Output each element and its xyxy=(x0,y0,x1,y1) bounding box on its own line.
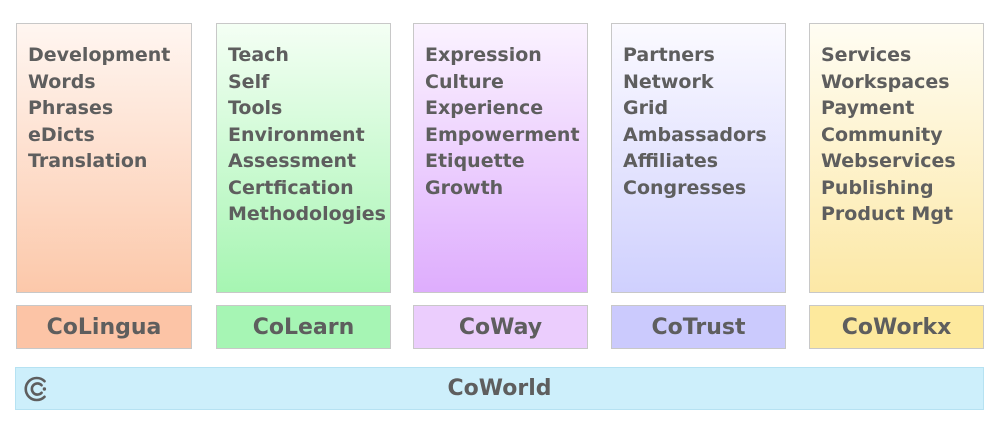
topic-item: Publishing xyxy=(821,176,934,199)
colingua-topics-box: Development Words Phrases eDicts Transla… xyxy=(16,23,192,293)
cotrust-label: CoTrust xyxy=(611,305,786,349)
topic-item: Ambassadors xyxy=(623,123,767,146)
topic-item: Grid xyxy=(623,97,669,119)
topic-item: Assessment xyxy=(228,150,357,172)
topic-item: Services xyxy=(821,44,912,66)
coworld-bar: CoWorld xyxy=(15,367,984,410)
topic-item: Culture xyxy=(425,70,504,93)
topic-item: Congresses xyxy=(623,176,747,199)
topic-item: Partners xyxy=(623,44,715,66)
topic-item: Environment xyxy=(228,123,365,146)
topic-item: Payment xyxy=(821,97,915,119)
colearn-topics-box: Teach Self Tools Environment Assessment … xyxy=(216,23,391,293)
topic-item: Tools xyxy=(228,97,283,119)
topic-item: Certfication xyxy=(228,176,354,199)
topic-item: Phrases xyxy=(28,97,114,119)
coworkx-topics-box: Services Workspaces Payment Community We… xyxy=(809,23,984,293)
topic-item: Development xyxy=(28,44,171,66)
topic-item: Expression xyxy=(425,44,542,66)
coworld-title: CoWorld xyxy=(447,376,552,401)
topic-item: Webservices xyxy=(821,150,956,172)
topic-item: Workspaces xyxy=(821,70,950,93)
topic-item: eDicts xyxy=(28,123,95,146)
topic-item: Methodologies xyxy=(228,203,386,225)
topic-item: Teach xyxy=(228,44,289,66)
topic-item: Empowerment xyxy=(425,123,580,146)
topic-item: Network xyxy=(623,70,714,93)
topic-item: Product Mgt xyxy=(821,203,954,225)
topic-item: Words xyxy=(28,70,96,93)
coway-label: CoWay xyxy=(413,305,588,349)
topic-item: Community xyxy=(821,123,943,146)
cc-logo-icon xyxy=(24,376,47,402)
topic-item: Self xyxy=(228,70,270,93)
topic-item: Experience xyxy=(425,97,544,119)
topic-item: Affiliates xyxy=(623,150,719,172)
coway-topics-box: Expression Culture Experience Empowermen… xyxy=(413,23,588,293)
topic-item: Translation xyxy=(28,150,148,172)
coworkx-label: CoWorkx xyxy=(809,305,984,349)
cotrust-topics-box: Partners Network Grid Ambassadors Affili… xyxy=(611,23,786,293)
topic-item: Etiquette xyxy=(425,150,525,172)
colingua-label: CoLingua xyxy=(16,305,192,349)
topic-item: Growth xyxy=(425,176,504,199)
colearn-label: CoLearn xyxy=(216,305,391,349)
